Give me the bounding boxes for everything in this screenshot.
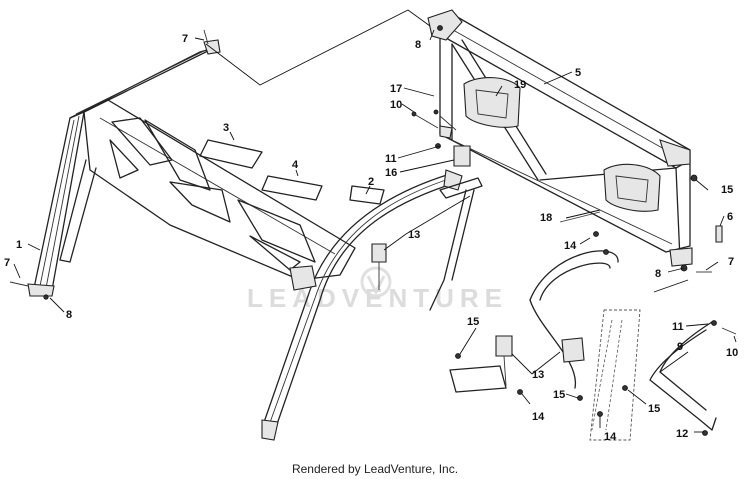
- callout-8-top: 8: [415, 39, 421, 51]
- callout-15-lower: 15: [553, 389, 565, 401]
- callout-8-left: 8: [66, 309, 72, 321]
- callout-8-right: 8: [655, 268, 661, 280]
- floor-reference-outline: [589, 309, 641, 441]
- callout-14-upper: 14: [564, 240, 577, 252]
- callout-13-upper: 13: [408, 229, 420, 241]
- rear-seat-belt: [529, 211, 619, 389]
- callout-5: 5: [575, 67, 581, 79]
- fasteners: [9, 25, 723, 417]
- callout-6: 6: [727, 211, 733, 223]
- callout-labels: 7 1 7 8 3 4 2 5 8 17 10 11 16 19 15 6 7 …: [4, 33, 738, 443]
- grab-handle: [649, 320, 737, 436]
- front-seat-belt: [289, 177, 483, 311]
- callout-11-upper: 11: [385, 153, 397, 165]
- floor-buckle-assembly: [449, 335, 523, 395]
- callout-1: 1: [16, 239, 22, 251]
- render-credit-footer: Rendered by LeadVenture, Inc.: [291, 462, 459, 476]
- leader-lines: [13, 9, 737, 433]
- watermark-logo: [360, 266, 392, 298]
- front-roll-cage-frame: [27, 39, 356, 300]
- watermark-text: LEADVENTURE: [247, 283, 508, 313]
- callout-16: 16: [385, 167, 397, 179]
- callout-15-lower-right: 15: [648, 403, 660, 415]
- callout-3: 3: [223, 122, 229, 134]
- callout-17: 17: [390, 83, 402, 95]
- callout-4: 4: [292, 159, 299, 171]
- callout-14-lower-right: 14: [604, 431, 617, 443]
- callout-12: 12: [676, 428, 688, 440]
- decal-parts: [199, 139, 385, 205]
- callout-7-top: 7: [182, 33, 188, 45]
- callout-10-upper: 10: [390, 99, 402, 111]
- callout-15-right: 15: [721, 184, 733, 196]
- mount-bracket-assembly: [411, 109, 471, 167]
- callout-15-left: 15: [467, 316, 479, 328]
- callout-7-right: 7: [728, 256, 734, 268]
- callout-14-lower-left: 14: [532, 411, 545, 423]
- callout-18: 18: [540, 212, 552, 224]
- callout-19: 19: [514, 79, 526, 91]
- callout-10-lower: 10: [726, 347, 738, 359]
- callout-11-lower: 11: [672, 321, 684, 333]
- callout-2: 2: [368, 176, 374, 188]
- callout-13-lower: 13: [532, 369, 544, 381]
- callout-9: 9: [677, 341, 683, 353]
- callout-7-left: 7: [4, 257, 10, 269]
- rear-roll-bar: [427, 9, 693, 267]
